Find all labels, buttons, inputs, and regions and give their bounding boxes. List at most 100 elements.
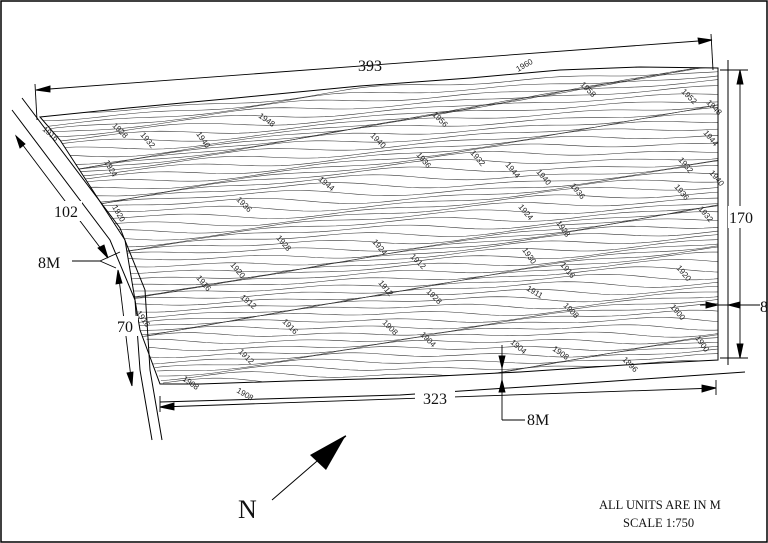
elevation-label: 1908	[181, 374, 201, 392]
contour-line	[123, 259, 718, 300]
contour-line	[148, 329, 718, 351]
dimension-top	[34, 33, 714, 121]
contour-line	[64, 113, 718, 173]
contour-line	[150, 332, 718, 358]
contour-line	[164, 367, 718, 384]
dimension-left-upper-label: 102	[54, 204, 78, 221]
elevation-label: 1940	[707, 169, 726, 189]
contour-line	[82, 165, 718, 208]
contour-line	[44, 67, 718, 127]
elevation-label: 1904	[419, 330, 438, 349]
contour-line	[152, 336, 718, 365]
elevation-label: 1916	[194, 274, 213, 294]
units-note: ALL UNITS ARE IN M	[599, 498, 721, 512]
contour-line	[80, 158, 718, 204]
setback-left-marker	[72, 251, 121, 269]
contour-line	[40, 67, 718, 113]
elevation-label: 1912	[237, 347, 256, 366]
elevation-label: 1900	[668, 303, 687, 323]
elevation-label: 1916	[281, 317, 300, 336]
elevation-label: 1900	[693, 334, 711, 354]
elevation-label: 1940	[534, 168, 553, 188]
north-label: N	[238, 495, 257, 524]
contour-line	[95, 201, 718, 234]
elevation-label: 1928	[274, 234, 293, 254]
dimension-left-upper	[15, 134, 109, 259]
elevation-label: 1940	[369, 131, 388, 150]
elevation-label: 1958	[579, 80, 598, 99]
elevation-label: 1944	[701, 129, 720, 149]
contour-line	[76, 155, 718, 189]
contour-line	[52, 85, 718, 142]
contour-line	[144, 317, 718, 337]
contour-line	[146, 324, 718, 344]
elevation-label: 1920	[674, 264, 693, 284]
contour-line	[138, 296, 718, 331]
contour-line	[87, 179, 718, 208]
elevation-label: 1948	[257, 111, 277, 129]
contour-line	[48, 72, 718, 133]
elevation-label: 1932	[696, 205, 715, 225]
setback-right-marker	[700, 301, 760, 309]
dimension-left-lower-label: 70	[117, 319, 133, 336]
elevation-label: 1936	[235, 195, 254, 214]
contour-line	[74, 151, 718, 184]
contour-line	[46, 69, 718, 130]
contour-line	[121, 251, 718, 301]
contour-line	[130, 280, 718, 313]
elevation-label: 1920	[228, 261, 247, 281]
elevation-label: 1952	[680, 87, 699, 106]
contour-line	[68, 127, 718, 173]
contour-line	[103, 211, 718, 256]
contour-line	[78, 155, 718, 197]
contour-line	[97, 201, 718, 241]
contour-lines	[40, 67, 718, 384]
contour-line	[70, 134, 718, 177]
contour-line	[117, 241, 718, 292]
contour-line	[111, 233, 718, 275]
contour-line	[158, 346, 718, 377]
setback-right-label: 8	[760, 299, 768, 316]
elevation-label: 1928	[554, 219, 572, 239]
elevation-label: 1948	[705, 98, 724, 117]
contour-line	[115, 241, 718, 286]
contour-line	[105, 218, 718, 256]
elevation-label: 1928	[111, 121, 130, 140]
contour-line	[93, 197, 718, 227]
elevation-label: 1916	[558, 261, 577, 281]
contour-line	[128, 274, 718, 306]
contour-line	[72, 143, 718, 181]
contour-line	[107, 224, 718, 261]
plot-boundary	[38, 66, 719, 385]
dimension-bottom-label: 323	[423, 391, 447, 408]
elevation-label: 1932	[138, 131, 157, 151]
elevation-label: 1908	[235, 386, 255, 403]
elevation-label: 1928	[425, 287, 444, 306]
elevation-label: 1924	[370, 238, 389, 258]
contour-line	[58, 100, 718, 158]
road-line-inner	[21, 97, 163, 441]
elevation-label: 1916	[41, 125, 61, 144]
contour-line	[134, 291, 718, 324]
contour-line	[66, 121, 718, 172]
contour-line	[136, 294, 718, 327]
contour-line	[42, 67, 718, 121]
contour-line	[156, 343, 718, 372]
elevation-label: 1944	[503, 161, 522, 181]
elevation-label: 1924	[516, 203, 535, 223]
contour-line	[109, 228, 718, 268]
contour-line	[132, 285, 718, 320]
contour-line	[91, 190, 718, 219]
contour-line	[50, 77, 718, 138]
setback-bottom-label: 8M	[527, 412, 549, 429]
elevation-label: 1960	[515, 57, 535, 74]
contour-line	[85, 172, 718, 207]
contour-line	[99, 200, 718, 248]
road-line-outer	[11, 109, 153, 441]
contour-line	[54, 93, 718, 145]
elevation-label: 1908	[551, 344, 571, 362]
scale-note: SCALE 1:750	[623, 516, 694, 530]
contour-line	[140, 302, 718, 336]
